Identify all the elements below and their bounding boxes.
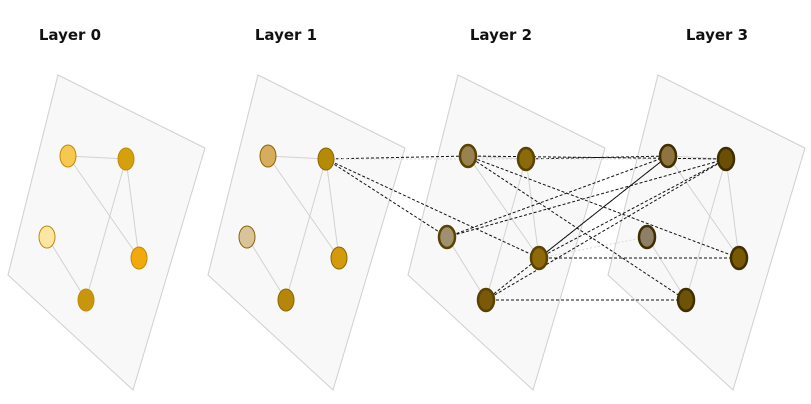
layer-0-edge-n1-n4 (67, 155, 140, 259)
interlayer-edge-0 (325, 155, 469, 160)
layer-0-plane (7, 74, 206, 391)
layer-3-plane (607, 74, 806, 391)
layer-3-node-n4 (729, 245, 749, 271)
layer-0-edge-n2-n5 (85, 158, 127, 301)
layer-1-edge-n2-n5 (285, 158, 327, 301)
layer-3-edge-n1-n4 (667, 155, 740, 259)
layer-2-node-n3 (437, 224, 457, 250)
layer-2-node-n4 (529, 245, 549, 271)
layer-2-title: Layer 2 (470, 26, 532, 44)
layer-3-node-n5 (676, 287, 696, 313)
layer-0-node-n1 (59, 144, 77, 168)
layer-0-edge-n1-n2 (67, 155, 127, 160)
layer-2-edge-n2-n4 (525, 158, 540, 259)
layer-2-edge-n2-n5 (485, 158, 527, 301)
interlayer-edge-17 (467, 155, 687, 301)
layer-1-node-n3 (238, 225, 256, 249)
layer-3-node-n1 (658, 143, 678, 169)
layer-2-node-n5 (476, 287, 496, 313)
interlayer-edge-2 (325, 158, 448, 238)
layer-0-node-n4 (130, 246, 148, 270)
layer-1-edge-n2-n4 (325, 158, 340, 259)
layer-3-title: Layer 3 (686, 26, 748, 44)
layer-2-edge-n3-n5 (446, 236, 487, 301)
layer-3-edge-n1-n2 (667, 155, 727, 160)
interlayer-edge-9 (538, 158, 727, 259)
layer-0-title: Layer 0 (39, 26, 101, 44)
layer-1-edge-n3-n5 (246, 236, 287, 301)
layer-1-node-n5 (277, 288, 295, 312)
layer-2-edge-n1-n4 (467, 155, 540, 259)
layer-0-edge-n3-n5 (46, 236, 87, 301)
layer-1-edge-n1-n4 (267, 155, 340, 259)
layer-0-node-n5 (77, 288, 95, 312)
interlayer-edge-4 (525, 155, 669, 160)
layer-1-title: Layer 1 (255, 26, 317, 44)
layer-0-node-n2 (117, 147, 135, 171)
layer-3-edge-n2-n5 (685, 158, 727, 301)
interlayer-edge-16 (467, 155, 740, 259)
layer-1-edge-n1-n2 (267, 155, 327, 160)
layer-2-node-n1 (458, 143, 478, 169)
layer-3-node-n2 (716, 146, 736, 172)
layer-2-edge-n1-n2 (467, 155, 527, 160)
layer-0-node-n3 (38, 225, 56, 249)
layer-3-edge-n2-n4 (725, 158, 740, 259)
layer-3-node-n3 (637, 224, 657, 250)
interlayer-edge-6 (446, 155, 669, 238)
layer-1-node-n4 (330, 246, 348, 270)
interlayer-edge-15 (467, 155, 727, 160)
layer-1-node-n2 (317, 147, 335, 171)
interlayer-edge-13 (485, 158, 727, 301)
interlayer-edge-3 (325, 158, 540, 259)
layer-1-plane (207, 74, 406, 391)
layer-3-edge-n3-n5 (646, 236, 687, 301)
layer-1-node-n1 (259, 144, 277, 168)
layer-0-edge-n2-n4 (125, 158, 140, 259)
layer-2-plane (407, 74, 606, 391)
layer-2-node-n2 (516, 146, 536, 172)
interlayer-edge-7 (446, 158, 727, 238)
